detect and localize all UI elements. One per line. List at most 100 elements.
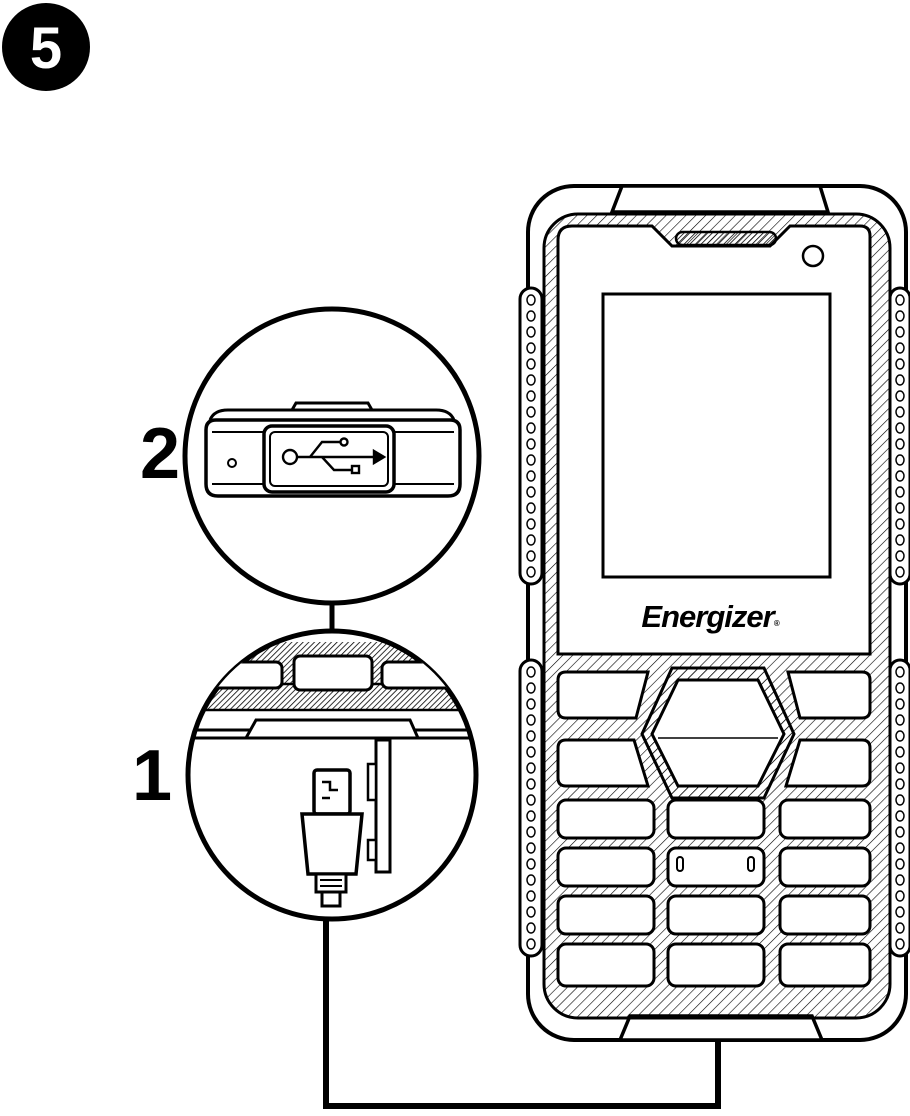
grip-bump (527, 939, 535, 949)
earpiece-grille (676, 232, 776, 245)
callout-label-1: 1 (132, 736, 172, 816)
grip-bump (896, 699, 904, 709)
grip-bump (527, 295, 535, 305)
grip-bump (527, 699, 535, 709)
zoom-plug-insert (160, 631, 504, 919)
grip-bump (527, 391, 535, 401)
grip-bump (527, 715, 535, 725)
grip-bump (527, 811, 535, 821)
grip-bump (527, 827, 535, 837)
grip-bump (896, 795, 904, 805)
grip-bump (896, 875, 904, 885)
grip-bump (527, 455, 535, 465)
microphone-hole (228, 459, 236, 467)
grip-bump (527, 343, 535, 353)
camera-icon (803, 246, 823, 266)
grip-bump (896, 923, 904, 933)
grip-bump (896, 455, 904, 465)
nav-key (652, 680, 784, 786)
grip-bump (527, 923, 535, 933)
grip-bump (527, 891, 535, 901)
grip-bump (896, 715, 904, 725)
grip-bump (896, 423, 904, 433)
grip-bump (527, 519, 535, 529)
digit-key (558, 800, 654, 838)
digit-key (780, 800, 870, 838)
zoom-key-left (160, 662, 282, 688)
callout-label-2: 2 (140, 414, 180, 494)
phone: Energizer® (520, 186, 910, 1040)
grip-bump (527, 763, 535, 773)
grip-bump (896, 391, 904, 401)
zoom-key-right (382, 662, 504, 688)
grip-bump (527, 667, 535, 677)
grip-bump (896, 343, 904, 353)
right-soft-key (788, 672, 870, 718)
grip-bump (527, 375, 535, 385)
grip-bump (527, 471, 535, 481)
brand-logo: Energizer® (641, 599, 779, 634)
grip-bump (896, 295, 904, 305)
digit-key (780, 896, 870, 934)
grip-bump (896, 567, 904, 577)
grip-bump (896, 311, 904, 321)
digit-key (668, 896, 764, 934)
digit-key (558, 896, 654, 934)
grip-bump (896, 375, 904, 385)
grip-bump (527, 779, 535, 789)
digit-key (668, 800, 764, 838)
grip-bump (896, 827, 904, 837)
grip-bump (896, 439, 904, 449)
digit-key (668, 944, 764, 986)
phone-bottom-bumper (620, 1016, 822, 1040)
grip-bump (527, 683, 535, 693)
grip-bump (527, 535, 535, 545)
grip-bump (896, 747, 904, 757)
phone-display (603, 294, 830, 577)
grip-bump (896, 811, 904, 821)
grip-bump (527, 327, 535, 337)
grip-bump (896, 359, 904, 369)
left-soft-key (558, 672, 648, 718)
phone-bottom-bumper-detail (246, 720, 418, 738)
end-key (786, 740, 870, 786)
grip-bump (527, 311, 535, 321)
grip-bump (527, 359, 535, 369)
grip-bump (527, 567, 535, 577)
grip-bump (896, 843, 904, 853)
grip-bump (896, 891, 904, 901)
grip-bump (527, 747, 535, 757)
grip-bump (896, 519, 904, 529)
grip-bump (896, 535, 904, 545)
grip-bump (527, 875, 535, 885)
grip-bump (896, 859, 904, 869)
grip-bump (527, 407, 535, 417)
phone-top-bumper (612, 186, 828, 212)
grip-bump (896, 939, 904, 949)
grip-bump (896, 471, 904, 481)
zoom-key-middle (294, 656, 372, 690)
zoom-usb-port (185, 309, 479, 603)
grip-bump (896, 327, 904, 337)
grip-bump (896, 551, 904, 561)
grip-bump (527, 843, 535, 853)
grip-bump (896, 667, 904, 677)
digit-key (558, 944, 654, 986)
grip-bump (527, 487, 535, 497)
grip-bump (896, 731, 904, 741)
grip-bump (527, 731, 535, 741)
grip-bump (527, 795, 535, 805)
grip-bump (527, 859, 535, 869)
grip-bump (527, 907, 535, 917)
call-key (558, 740, 648, 786)
key-bump-right (748, 857, 754, 871)
grip-bump (527, 503, 535, 513)
key-bump-left (677, 857, 683, 871)
digit-key (780, 944, 870, 986)
digit-key (780, 848, 870, 886)
step-badge: 5 (2, 3, 90, 91)
grip-bump (896, 763, 904, 773)
digit-key (558, 848, 654, 886)
grip-bump (896, 907, 904, 917)
